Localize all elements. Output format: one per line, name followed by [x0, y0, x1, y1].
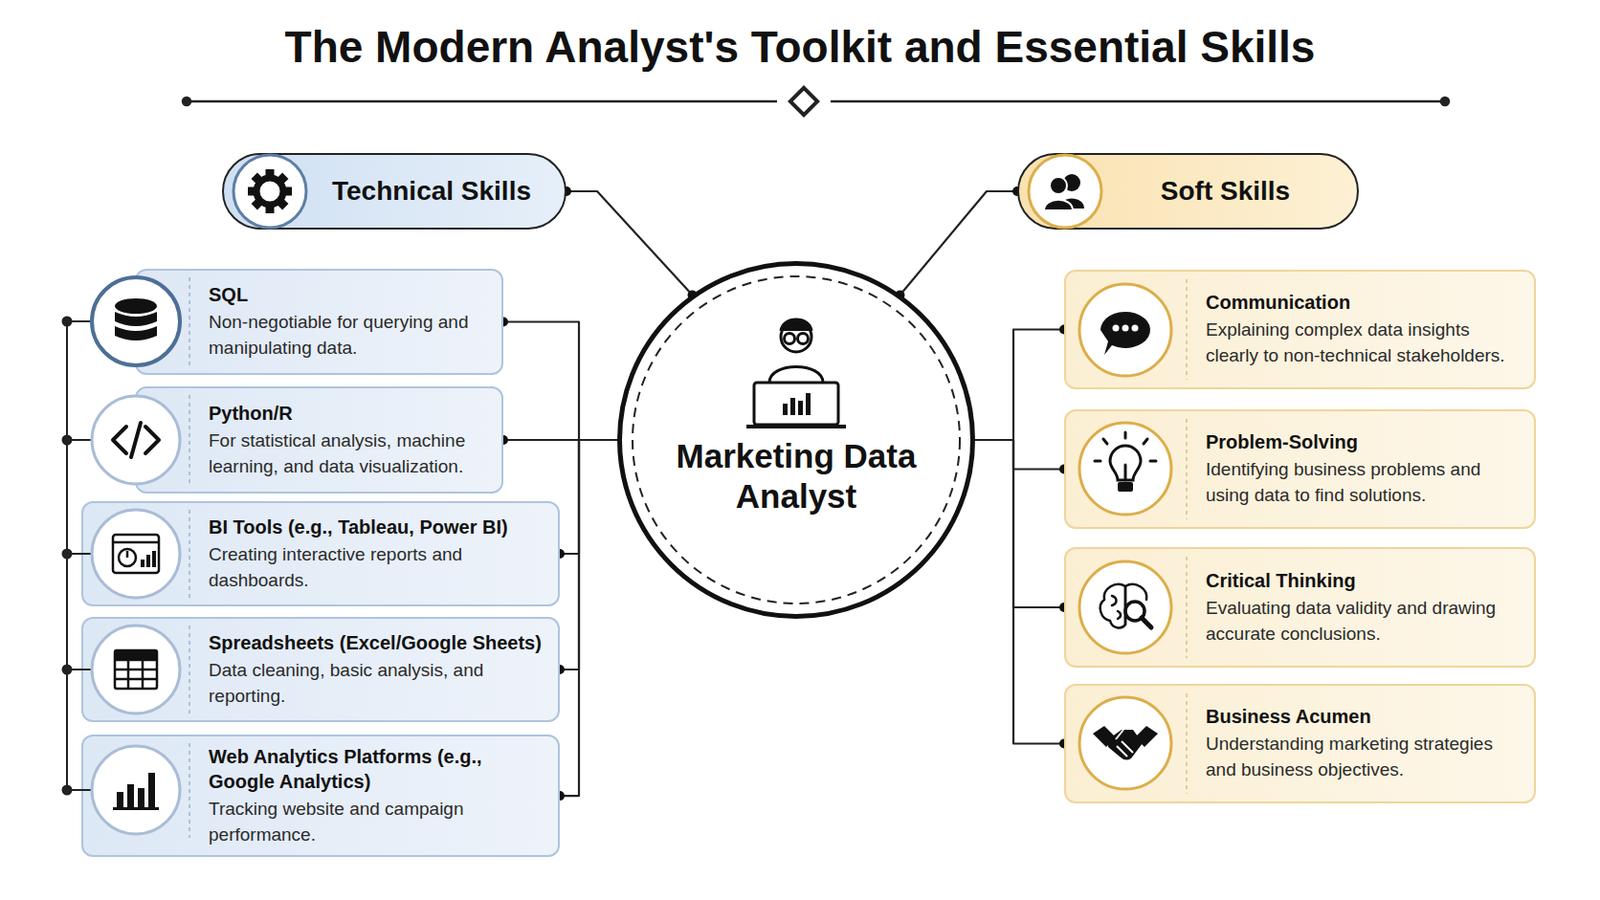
skill-heading: Soft Skills — [1160, 176, 1290, 207]
lightbulb-icon — [1079, 422, 1172, 515]
connector-line — [559, 440, 618, 797]
connector-line — [975, 440, 1065, 608]
skill-heading: BI Tools (e.g., Tableau, Power BI) — [208, 514, 547, 540]
skill-description: For statistical analysis, machine learni… — [208, 428, 490, 480]
connector-line — [899, 191, 1018, 296]
skill-description: Non-negotiable for querying and manipula… — [208, 310, 490, 361]
skill-description: Identifying business problems and using … — [1205, 457, 1523, 509]
connector-line — [975, 330, 1065, 442]
skill-description: Evaluating data validity and drawing acc… — [1205, 596, 1523, 647]
handshake-icon — [1079, 697, 1172, 790]
diagram-title: The Modern Analyst's Toolkit and Essenti… — [0, 21, 1600, 73]
skill-card: Web Analytics Platforms (e.g., Google An… — [81, 734, 560, 858]
card-dividers — [188, 277, 191, 839]
category-pill: Technical Skills — [222, 153, 567, 230]
skill-description: Data cleaning, basic analysis, and repor… — [208, 658, 547, 710]
connector-line — [559, 440, 618, 555]
skill-card: Business AcumenUnderstanding marketing s… — [1064, 684, 1536, 804]
brain-search-icon — [1079, 561, 1172, 654]
left-bracket — [63, 317, 93, 796]
skill-heading: Web Analytics Platforms (e.g., Google An… — [208, 744, 547, 795]
category-pill: Soft Skills — [1017, 153, 1359, 230]
skill-card: CommunicationExplaining complex data ins… — [1064, 269, 1536, 390]
skill-card: Problem-SolvingIdentifying business prob… — [1064, 409, 1536, 530]
card-dividers — [1185, 279, 1188, 795]
skill-heading: Python/R — [208, 400, 490, 426]
connector-line — [503, 439, 618, 442]
skill-heading: Technical Skills — [332, 176, 532, 207]
central-role-circle: Marketing Data Analyst — [617, 261, 976, 620]
skill-heading: Spreadsheets (Excel/Google Sheets) — [208, 630, 547, 656]
skill-heading: Business Acumen — [1205, 704, 1523, 730]
connector-line — [559, 440, 618, 670]
skill-heading: Critical Thinking — [1205, 568, 1523, 594]
spreadsheet-icon — [91, 625, 180, 714]
people-icon — [1028, 155, 1102, 228]
bar-chart-icon — [91, 746, 180, 835]
skill-card: SQLNon-negotiable for querying and manip… — [134, 268, 504, 376]
speech-icon — [1079, 284, 1172, 377]
database-icon — [91, 277, 180, 366]
skill-heading: Communication — [1205, 289, 1523, 315]
connector-line — [975, 440, 1065, 745]
connector-line — [975, 440, 1065, 470]
connector-line — [503, 322, 618, 442]
skill-card: Critical ThinkingEvaluating data validit… — [1064, 547, 1536, 668]
skill-description: Tracking website and campaign performanc… — [208, 797, 547, 848]
analyst-figure — [632, 276, 960, 604]
skill-heading: SQL — [208, 282, 490, 308]
connector-line — [566, 191, 693, 296]
skill-description: Explaining complex data insights clearly… — [1205, 317, 1523, 369]
gear-icon — [233, 155, 307, 228]
dashboard-icon — [91, 510, 180, 599]
skill-card: Spreadsheets (Excel/Google Sheets)Data c… — [81, 617, 560, 723]
skill-card: BI Tools (e.g., Tableau, Power BI)Creati… — [81, 501, 560, 607]
code-icon — [91, 396, 180, 485]
skill-card: Python/RFor statistical analysis, machin… — [134, 386, 504, 494]
skill-description: Creating interactive reports and dashboa… — [208, 542, 547, 594]
skill-heading: Problem-Solving — [1205, 429, 1523, 455]
title-rule — [182, 88, 1449, 115]
skill-heading: Marketing Data Analyst — [666, 436, 926, 517]
skill-description: Understanding marketing strategies and b… — [1205, 732, 1523, 783]
